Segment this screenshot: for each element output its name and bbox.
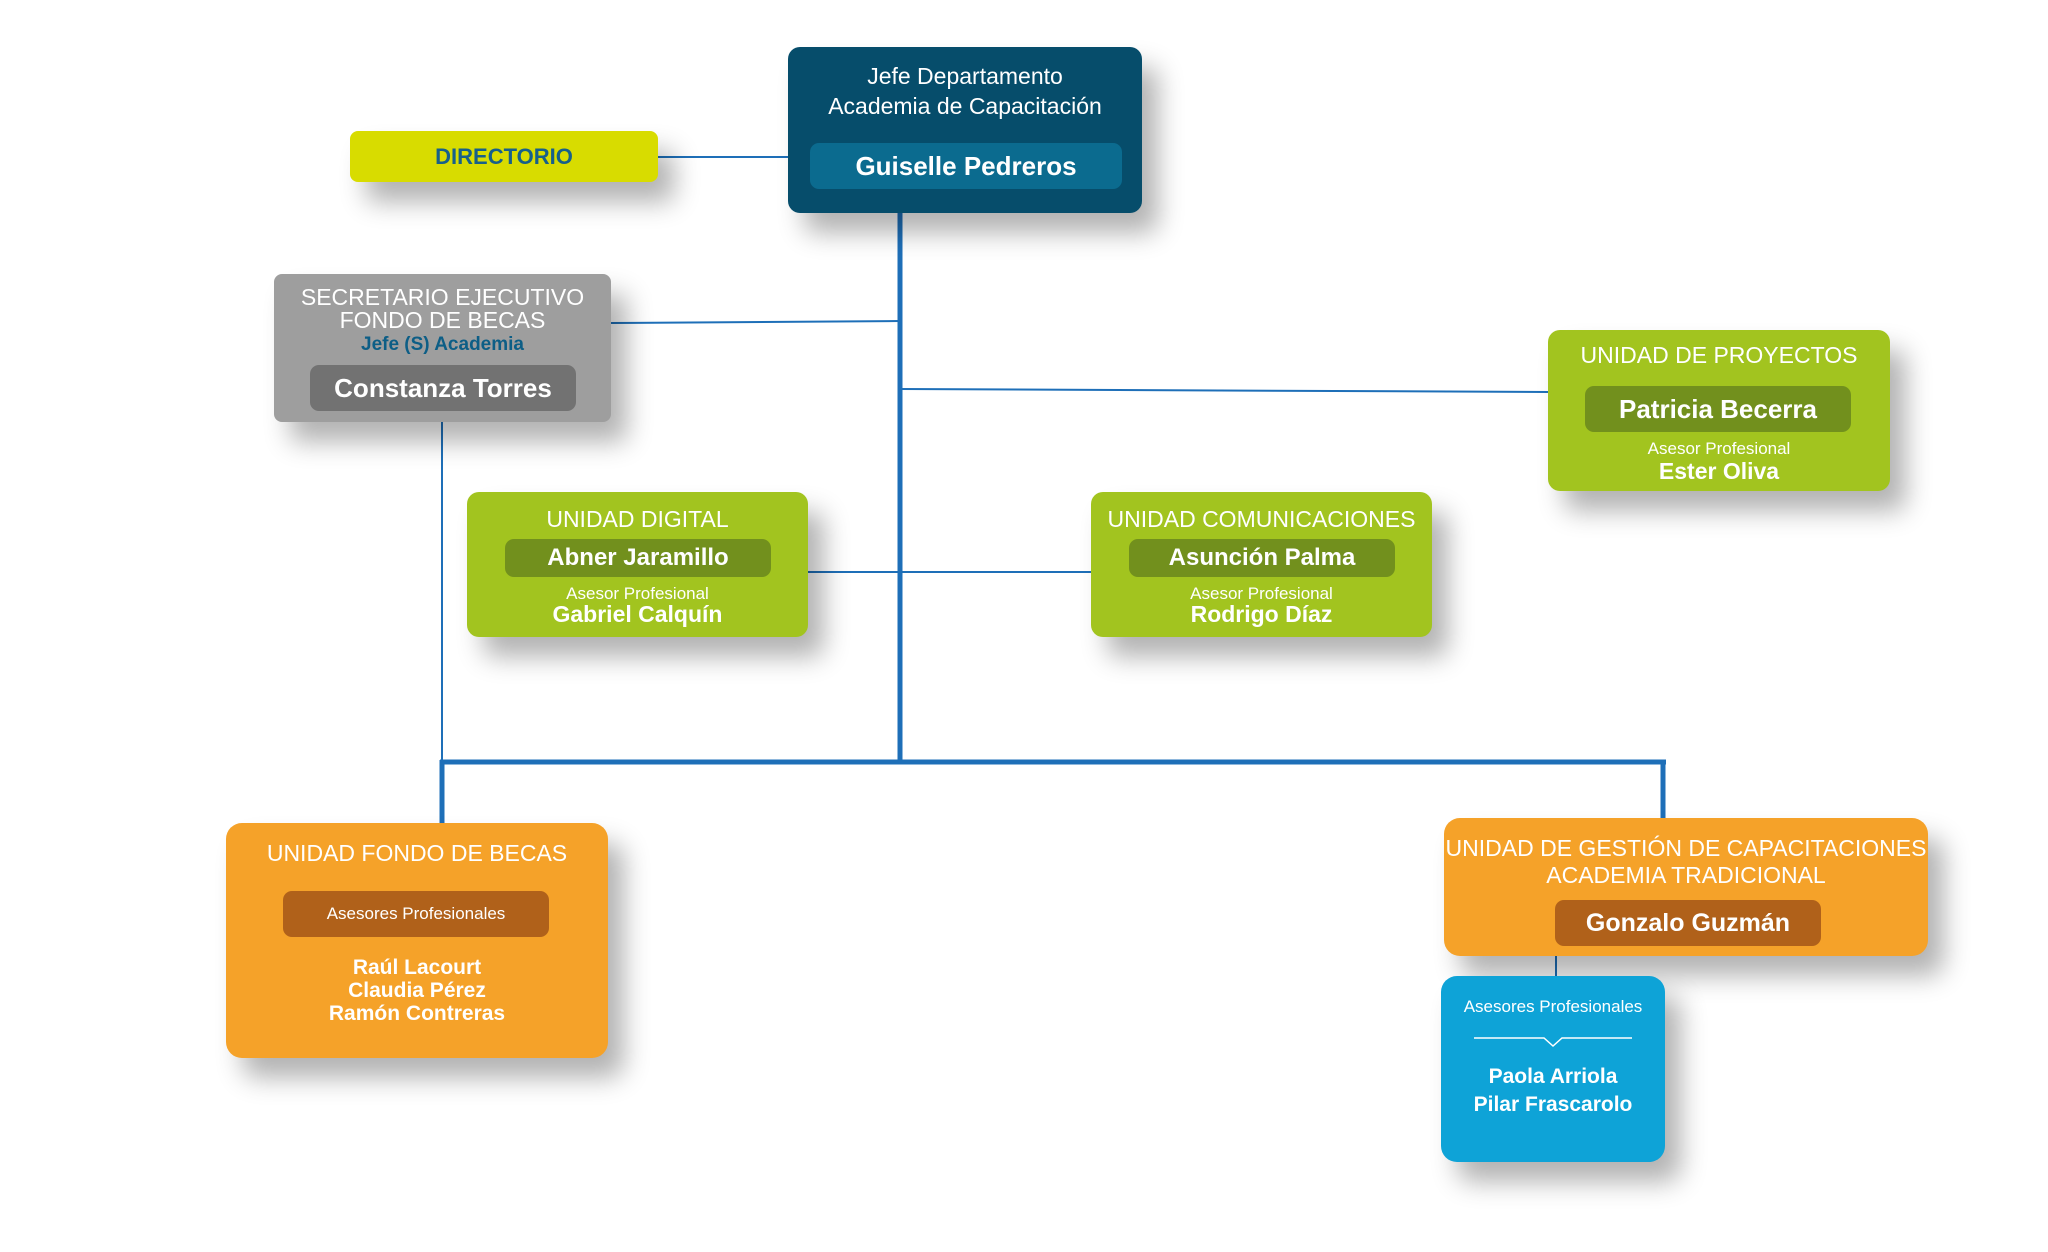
fondo-advisor: Ramón Contreras <box>328 1002 506 1025</box>
secretario-name: Constanza Torres <box>310 365 576 411</box>
fondo-advisors: Raúl Lacourt Claudia Pérez Ramón Contrer… <box>226 956 608 1025</box>
unidad-fondo-becas-box: UNIDAD FONDO DE BECAS Asesores Profesion… <box>226 823 608 1058</box>
connector-proyectos <box>899 388 1549 393</box>
asesores-gestion-advisor: Paola Arriola <box>1488 1065 1618 1088</box>
fondo-advisor: Raúl Lacourt <box>352 956 482 979</box>
asesores-gestion-advisors: Paola Arriola Pilar Frascarolo <box>1441 1063 1665 1119</box>
proyectos-name: Patricia Becerra <box>1585 386 1851 432</box>
comunicaciones-advisor: Rodrigo Díaz <box>1190 601 1333 627</box>
unidad-gestion-box: UNIDAD DE GESTIÓN DE CAPACITACIONES ACAD… <box>1444 818 1928 956</box>
unidad-digital-box: UNIDAD DIGITAL Abner Jaramillo Asesor Pr… <box>467 492 808 637</box>
proyectos-role: Asesor Profesional <box>1647 439 1791 458</box>
jefe-name: Guiselle Pedreros <box>810 143 1122 189</box>
gestion-title-line1: UNIDAD DE GESTIÓN DE CAPACITACIONES <box>1445 835 1927 861</box>
secretario-title-line1: SECRETARIO EJECUTIVO <box>300 284 585 310</box>
asesores-gestion-role: Asesores Profesionales <box>1463 997 1643 1016</box>
secretario-title-line2: FONDO DE BECAS <box>339 307 546 333</box>
unidad-proyectos-box: UNIDAD DE PROYECTOS Patricia Becerra Ase… <box>1548 330 1890 491</box>
comunicaciones-name: Asunción Palma <box>1129 539 1395 577</box>
directorio-box: DIRECTORIO <box>350 131 658 182</box>
connector-secretario <box>610 320 901 324</box>
divider-arrow-icon <box>1474 1037 1632 1048</box>
jefe-title-line2: Academia de Capacitación <box>828 93 1102 119</box>
jefe-title-line1: Jefe Departamento <box>867 63 1063 89</box>
digital-role: Asesor Profesional <box>566 584 709 603</box>
asesores-gestion-advisor: Pilar Frascarolo <box>1473 1093 1633 1116</box>
gestion-title-line2: ACADEMIA TRADICIONAL <box>1546 862 1826 888</box>
comunicaciones-title: UNIDAD COMUNICACIONES <box>1107 506 1416 532</box>
secretario-subtitle: Jefe (S) Academia <box>361 334 524 355</box>
comunicaciones-role: Asesor Profesional <box>1190 584 1333 603</box>
asesores-gestion-box: Asesores Profesionales Paola Arriola Pil… <box>1441 976 1665 1162</box>
digital-title: UNIDAD DIGITAL <box>546 506 729 532</box>
proyectos-title: UNIDAD DE PROYECTOS <box>1580 342 1858 368</box>
proyectos-advisor: Ester Oliva <box>1658 458 1780 484</box>
secretario-ejecutivo-box: SECRETARIO EJECUTIVO FONDO DE BECAS Jefe… <box>274 274 611 422</box>
unidad-comunicaciones-box: UNIDAD COMUNICACIONES Asunción Palma Ase… <box>1091 492 1432 637</box>
fondo-title: UNIDAD FONDO DE BECAS <box>266 840 568 866</box>
fondo-role: Asesores Profesionales <box>283 891 549 937</box>
digital-advisor: Gabriel Calquín <box>552 601 723 627</box>
gestion-name: Gonzalo Guzmán <box>1555 900 1821 946</box>
digital-name: Abner Jaramillo <box>505 539 771 577</box>
fondo-advisor: Claudia Pérez <box>348 979 486 1002</box>
jefe-departamento-box: Jefe Departamento Academia de Capacitaci… <box>788 47 1142 213</box>
